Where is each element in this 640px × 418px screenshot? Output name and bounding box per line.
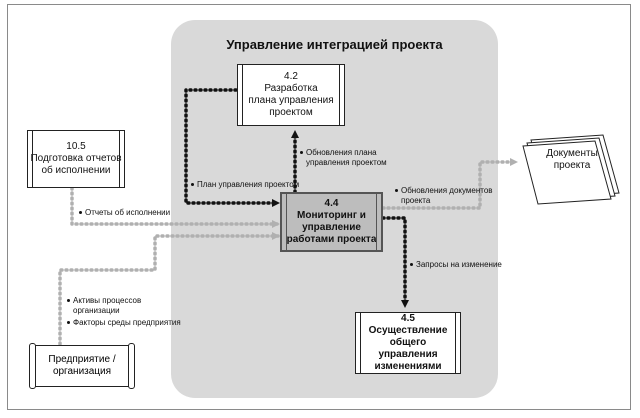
flow-label-line: Отчеты об исполнении: [85, 208, 171, 217]
flow-label-line: Факторы среды предприятия: [73, 318, 181, 327]
organization-label-line: организация: [52, 366, 112, 377]
flow-arrow-change-requests: [381, 216, 409, 308]
flow-label-org-assets: Активы процессов организации: [67, 296, 141, 316]
process-box-develop-plan[interactable]: 4.2 Разработка плана управления проектом: [237, 64, 345, 126]
flow-label-line: Обновления плана: [306, 148, 377, 157]
flow-label-line: проекта: [401, 196, 431, 205]
process-box-monitor-control[interactable]: 4.4 Мониторинг и управление работами про…: [280, 192, 383, 252]
flow-arrow-pm-plan: [184, 88, 280, 207]
process-label-line: Подготовка отчетов: [30, 153, 122, 164]
process-group-title: Управление интеграцией проекта: [226, 37, 443, 52]
bullet-dot: [300, 151, 303, 155]
process-number: 10.5: [66, 141, 86, 152]
process-label-line: об исполнении: [41, 165, 111, 176]
process-label-line: Разработка: [264, 83, 318, 94]
process-number: 4.5: [401, 313, 415, 324]
process-box-report-performance[interactable]: 10.5 Подготовка отчетов об исполнении: [27, 130, 125, 188]
process-box-change-control[interactable]: 4.5 Осуществление общего управления изме…: [355, 312, 461, 374]
documents-label-line: проекта: [553, 160, 591, 171]
flow-label-env-factors: Факторы среды предприятия: [67, 318, 181, 328]
bullet-dot: [191, 183, 194, 187]
process-label-line: Мониторинг и: [297, 210, 366, 221]
flow-label-line: Обновления документов: [401, 186, 493, 195]
figure-frame: [7, 4, 631, 410]
process-label-line: управление: [302, 222, 361, 233]
project-documents-label: Документы проекта: [527, 148, 617, 172]
documents-stack-icon: [522, 134, 620, 205]
process-label-line: общего: [389, 337, 427, 348]
process-label-line: управления: [378, 349, 438, 360]
flow-label-change-requests: Запросы на изменение: [410, 260, 502, 270]
flow-label-line: Активы процессов: [73, 296, 142, 305]
bullet-dot: [79, 211, 82, 215]
bullet-dot: [395, 189, 398, 193]
flow-arrow-doc-updates: [381, 158, 518, 210]
bullet-dot: [67, 321, 70, 325]
enterprise-organization-box[interactable]: Предприятие / организация: [29, 343, 135, 389]
process-number: 4.2: [284, 71, 298, 82]
flow-label-line: Запросы на изменение: [416, 260, 502, 269]
organization-label-line: Предприятие /: [48, 354, 116, 365]
flow-arrow-org-assets: [58, 232, 280, 346]
flow-label-work-reports: Отчеты об исполнении: [79, 208, 170, 218]
flow-label-line: План управления проектом: [197, 180, 300, 189]
flow-label-pm-plan: План управления проектом: [191, 180, 299, 190]
process-label-line: изменениями: [374, 361, 442, 372]
process-number: 4.4: [324, 198, 339, 209]
documents-label-line: Документы: [546, 148, 598, 159]
bullet-dot: [67, 299, 70, 303]
flow-label-line: управления проектом: [306, 158, 387, 167]
bullet-dot: [410, 263, 413, 267]
process-label-line: Осуществление: [368, 325, 448, 336]
process-label-line: работами проекта: [286, 234, 377, 245]
flow-label-doc-updates: Обновления документов проекта: [395, 186, 493, 206]
process-label-line: плана управления: [248, 95, 334, 106]
process-label-line: проектом: [269, 107, 313, 118]
flow-arrow-work-reports: [70, 186, 280, 228]
flow-label-plan-updates: Обновления плана управления проектом: [300, 148, 387, 168]
flow-label-line: организации: [73, 306, 120, 315]
